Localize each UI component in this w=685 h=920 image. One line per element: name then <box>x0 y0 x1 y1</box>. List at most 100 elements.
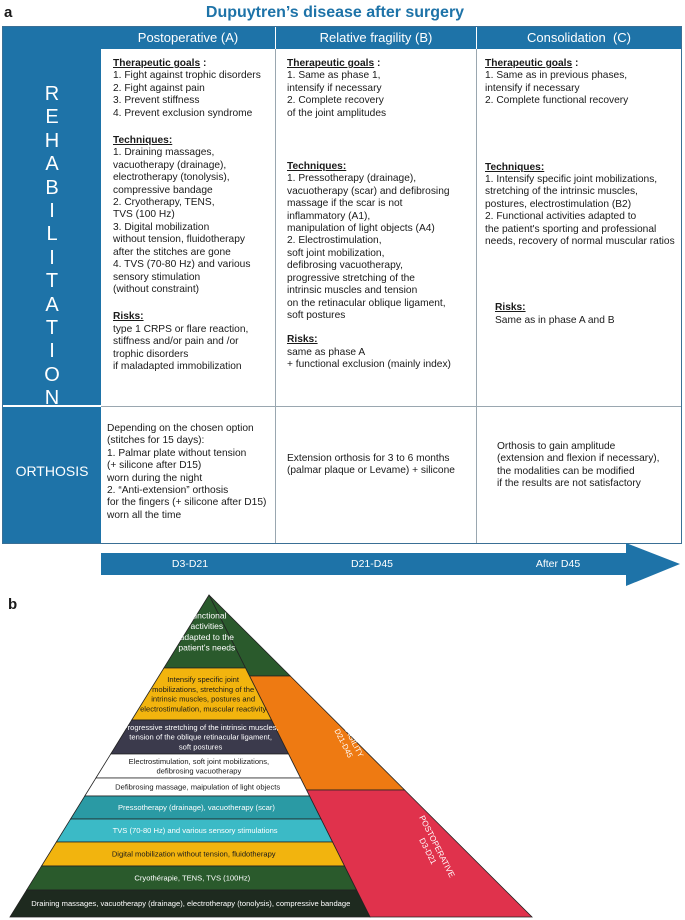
text-line: 2. Cryotherapy, TENS, <box>113 197 215 209</box>
rehabilitation-letter: O <box>44 363 60 386</box>
pyramid-level-text: intrinsic muscles, postures and <box>151 695 255 704</box>
text-line: soft joint mobilization, <box>287 247 385 259</box>
text-line: intensify if necessary <box>287 82 382 94</box>
text-line: sensory stimulation <box>113 271 201 283</box>
risks-title: Risks: <box>113 311 144 323</box>
text-line: 2. Complete recovery <box>287 95 384 107</box>
pyramid-level-text: Progressive stretching of the intrinsic … <box>123 723 279 732</box>
rehabilitation-letter: I <box>49 200 55 223</box>
pyramid-level-text: defibrosing vacuotherapy <box>156 767 241 776</box>
column-header-row: Postoperative (A) Relative fragility (B)… <box>3 27 681 49</box>
text-line: (+ silicone after D15) <box>107 460 202 472</box>
pyramid-level-text: Cryothérapie, TENS, TVS (100Hz) <box>134 874 250 883</box>
text-line: 3. Digital mobilization <box>113 221 210 233</box>
pyramid-level-text: electrostimulation, muscular reactivity <box>140 704 266 713</box>
rehabilitation-letter: E <box>45 106 59 129</box>
column-header-relative-fragility: Relative fragility (B) <box>319 30 433 45</box>
pyramid-level-text: patient's needs <box>178 643 235 653</box>
pyramid-level-text: Defibrosing massage, maipulation of ligh… <box>115 783 280 792</box>
text-line: 1. Intensify specific joint mobilization… <box>485 174 658 186</box>
rehabilitation-letter: L <box>46 223 58 246</box>
rehabilitation-letter: R <box>44 83 60 105</box>
cell-rehab-postoperative: Therapeutic goals : 1. Fight against tro… <box>113 58 273 373</box>
pyramid-level-text: TVS (70-80 Hz) and various sensory stimu… <box>113 826 278 835</box>
rehabilitation-letter: A <box>45 293 59 316</box>
pyramid-level-text: Functional <box>187 610 226 620</box>
rehabilitation-letter: I <box>49 340 55 363</box>
text-line: for the fingers (+ silicone after D15) <box>107 497 267 509</box>
pyramid-level-text: activities <box>191 621 224 631</box>
text-line: manipulation of light objects (A4) <box>287 223 435 235</box>
text-line: compressive bandage <box>113 184 213 196</box>
panel-a-label: a <box>4 4 13 21</box>
text-line: (stitches for 15 days): <box>107 435 205 447</box>
text-line: postures, electrostimulation (B2) <box>485 198 632 210</box>
text-line: 4. TVS (70-80 Hz) and various <box>113 259 251 271</box>
text-line: + functional exclusion (mainly index) <box>287 359 451 371</box>
text-line: 2. Functional activities adapted to <box>485 211 637 223</box>
text-line: 3. Prevent stiffness <box>113 95 200 107</box>
text-line: type 1 CRPS or flare reaction, <box>113 323 249 335</box>
pyramid-level-text: Digital mobilization without tension, fl… <box>112 850 276 859</box>
text-line: needs, recovery of normal muscular ratio… <box>485 236 675 248</box>
text-line: 1. Draining massages, <box>113 147 215 159</box>
pyramid-level-text: soft postures <box>179 742 223 751</box>
text-line: 1. Same as phase 1, <box>287 70 381 82</box>
pyramid-level-text: Intensify specific joint <box>167 675 240 684</box>
timeline-label-relative-fragility: D21-D45 <box>350 558 394 570</box>
rehabilitation-letter: N <box>44 387 60 410</box>
goals-title: Therapeutic goals <box>287 58 375 69</box>
text-line: if maladapted immobilization <box>113 360 242 372</box>
row-header-orthosis: ORTHOSIS <box>3 407 101 543</box>
cell-orthosis-postoperative: Depending on the chosen option(stitches … <box>107 423 275 522</box>
text-line: progressive stretching of the <box>287 272 415 284</box>
text-line: Depending on the chosen option <box>107 423 254 434</box>
techniques-title: Techniques: <box>485 161 545 173</box>
text-line: (without constraint) <box>113 283 200 295</box>
panel-b-label: b <box>8 596 18 613</box>
column-header-postoperative: Postoperative (A) <box>137 30 239 45</box>
column-header-consolidation: Consolidation (C) <box>526 30 632 45</box>
text-line: TVS (100 Hz) <box>113 209 175 221</box>
text-line: the modalities can be modified <box>497 465 635 477</box>
text-line: 4. Prevent exclusion syndrome <box>113 107 253 119</box>
text-line: (extension and flexion if necessary), <box>497 453 660 465</box>
page-title: Dupuytren’s disease after surgery <box>205 4 465 21</box>
techniques-title: Techniques: <box>287 161 347 173</box>
text-line: 2. Fight against pain <box>113 82 205 94</box>
orthosis-label: ORTHOSIS <box>15 463 89 479</box>
text-line: same as phase A <box>287 346 366 358</box>
text-line: 2. Complete functional recovery <box>485 95 629 107</box>
text-line: 2. Electrostimulation, <box>287 235 382 247</box>
cell-orthosis-consolidation: Orthosis to gain amplitude(extension and… <box>497 441 681 491</box>
text-line: if the results are not satisfactory <box>497 478 641 490</box>
risks-title: Risks: <box>495 302 526 314</box>
cell-orthosis-relative-fragility: Extension orthosis for 3 to 6 months(pal… <box>287 453 475 478</box>
text-line: of the joint amplitudes <box>287 107 387 119</box>
text-line: after the stitches are gone <box>113 246 231 258</box>
text-line: without tension, fluidotherapy <box>113 234 245 246</box>
text-line: inflammatory (A1), <box>287 210 371 222</box>
rehab-table: Postoperative (A) Relative fragility (B)… <box>2 26 682 544</box>
pyramid-level-text: Pressotherapy (drainage), vacuotherapy (… <box>118 803 275 812</box>
pyramid-level-text: Draining massages, vacuotherapy (drainag… <box>31 899 350 908</box>
text-line: massage if the scar is not <box>287 198 403 210</box>
pyramid-level-text: mobilizations, stretching of the <box>152 685 254 694</box>
pyramid-level-text: adapted to the <box>180 632 235 642</box>
text-line: on the retinacular oblique ligament, <box>287 297 446 309</box>
rehabilitation-letter: I <box>49 246 55 269</box>
cell-rehab-relative-fragility: Therapeutic goals : 1. Same as phase 1,i… <box>287 58 475 372</box>
pyramid-level <box>9 889 371 918</box>
goals-title: Therapeutic goals <box>113 58 201 69</box>
text-line: worn during the night <box>107 472 203 484</box>
text-line: electrotherapy (tonolysis), <box>113 172 230 184</box>
techniques-title: Techniques: <box>113 135 173 147</box>
text-line: the patient's sporting and professional <box>485 223 657 235</box>
text-line: 2. “Anti-extension” orthosis <box>107 485 229 497</box>
text-line: 1. Fight against trophic disorders <box>113 70 261 82</box>
text-line: defibrosing vacuotherapy, <box>287 260 403 272</box>
text-line: Orthosis to gain amplitude <box>497 441 616 452</box>
rehabilitation-letter: B <box>45 176 59 199</box>
text-line: 1. Same as in previous phases, <box>485 70 628 82</box>
text-line: vacuotherapy (scar) and defibrosing <box>287 185 450 197</box>
